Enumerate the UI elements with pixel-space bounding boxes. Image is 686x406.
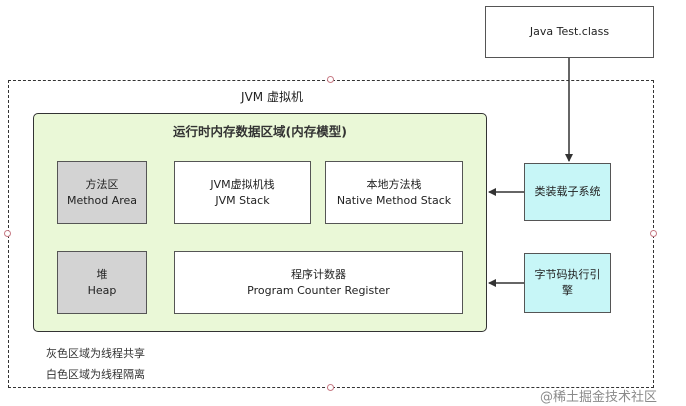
method-area-label-en: Method Area [66, 193, 138, 207]
class-loader-label: 类装载子系统 [534, 185, 601, 198]
native-stack-label-en: Native Method Stack [336, 193, 452, 207]
jvm-title: JVM 虚拟机 [241, 90, 303, 104]
pc-register-label-en: Program Counter Register [247, 283, 390, 297]
boundary-handle-left[interactable] [4, 230, 11, 237]
pc-register-label-cn: 程序计数器 [291, 267, 346, 281]
execution-engine-label-2: 擎 [562, 284, 573, 297]
boundary-handle-bottom[interactable] [327, 384, 334, 391]
jvm-stack-box[interactable]: JVM虚拟机栈 JVM Stack [174, 161, 311, 224]
jvm-stack-label-cn: JVM虚拟机栈 [210, 177, 275, 191]
class-file-label: Java Test.class [529, 25, 610, 38]
heap-box[interactable]: 堆 Heap [57, 251, 147, 314]
jvm-stack-label-en: JVM Stack [215, 193, 270, 207]
boundary-handle-right[interactable] [650, 230, 657, 237]
boundary-handle-top[interactable] [327, 76, 334, 83]
class-loader-subsystem-box[interactable]: 类装载子系统 [524, 163, 611, 221]
program-counter-register-box[interactable]: 程序计数器 Program Counter Register [174, 251, 463, 314]
method-area-box[interactable]: 方法区 Method Area [57, 161, 147, 224]
execution-engine-box[interactable]: 字节码执行引 擎 [524, 253, 611, 313]
native-stack-label-cn: 本地方法栈 [366, 177, 422, 191]
watermark: @稀土掘金技术社区 [540, 390, 658, 405]
method-area-label-cn: 方法区 [85, 177, 119, 191]
memory-model-title: 运行时内存数据区域(内存模型) [173, 124, 347, 139]
heap-label-en: Heap [87, 283, 117, 297]
execution-engine-label-1: 字节码执行引 [534, 268, 601, 281]
legend-shared: 灰色区域为线程共享 [46, 347, 145, 360]
class-file-box[interactable]: Java Test.class [485, 6, 654, 58]
legend-isolated: 白色区域为线程隔离 [46, 368, 145, 381]
heap-label-cn: 堆 [96, 267, 108, 281]
native-method-stack-box[interactable]: 本地方法栈 Native Method Stack [325, 161, 463, 224]
